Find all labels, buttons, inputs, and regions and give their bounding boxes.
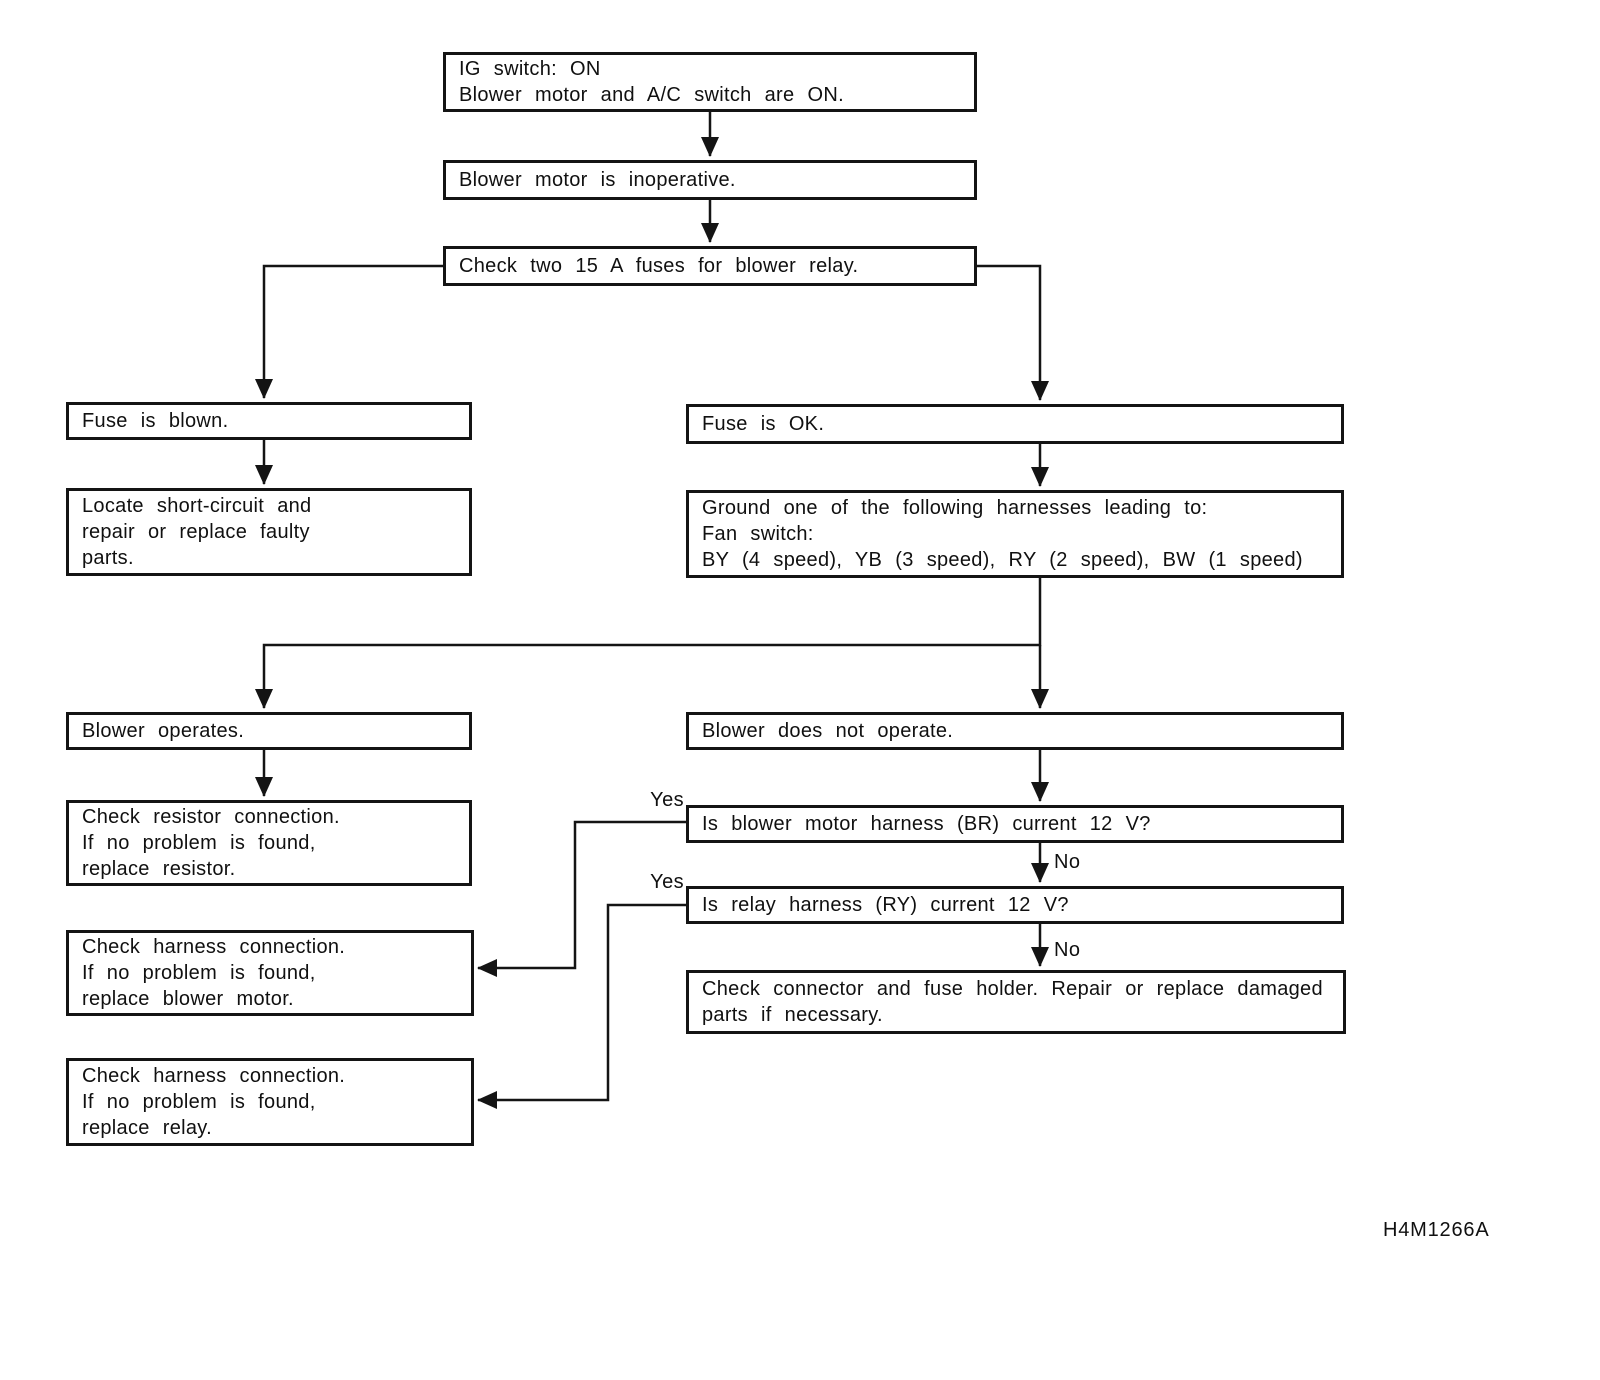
node-check-fuses-line: Check two 15 A fuses for blower relay. — [459, 255, 859, 277]
node-locate-short-circuit-line: repair or replace faulty — [82, 521, 310, 543]
node-check-harness-blower-motor-line: replace blower motor. — [82, 988, 294, 1010]
node-check-harness-relay: Check harness connection. If no problem … — [66, 1058, 474, 1146]
edge-label-yes-blower-motor: Yes — [650, 789, 684, 811]
node-check-connector-fuse-holder-line: parts if necessary. — [702, 1004, 883, 1026]
node-check-connector-fuse-holder-line: Check connector and fuse holder. Repair … — [702, 978, 1323, 1000]
node-check-resistor-line: If no problem is found, — [82, 832, 316, 854]
node-check-fuses: Check two 15 A fuses for blower relay. — [443, 246, 977, 286]
connector-yes-to-check-harness-motor — [477, 820, 686, 977]
node-question-relay-harness: Is relay harness (RY) current 12 V? — [686, 886, 1344, 924]
node-symptom-line: Blower motor is inoperative. — [459, 169, 736, 191]
node-ground-harness-line: BY (4 speed), YB (3 speed), RY (2 speed)… — [702, 549, 1303, 571]
node-symptom: Blower motor is inoperative. — [443, 160, 977, 200]
node-ground-harness-line: Fan switch: — [702, 523, 814, 545]
connector-branch-fuse-ok — [977, 264, 1049, 401]
node-blower-does-not-operate: Blower does not operate. — [686, 712, 1344, 750]
connector-branch-fuse-blown — [255, 264, 443, 399]
node-check-resistor: Check resistor connection. If no problem… — [66, 800, 472, 886]
node-check-harness-blower-motor: Check harness connection. If no problem … — [66, 930, 474, 1016]
edge-label-yes-relay: Yes — [650, 871, 684, 893]
node-fuse-blown-line: Fuse is blown. — [82, 410, 229, 432]
node-check-resistor-line: Check resistor connection. — [82, 806, 340, 828]
node-locate-short-circuit: Locate short-circuit and repair or repla… — [66, 488, 472, 576]
node-question-blower-motor-harness: Is blower motor harness (BR) current 12 … — [686, 805, 1344, 843]
node-start: IG switch: ON Blower motor and A/C switc… — [443, 52, 977, 112]
node-blower-does-not-operate-line: Blower does not operate. — [702, 720, 954, 742]
node-start-line: IG switch: ON — [459, 58, 601, 80]
node-fuse-ok-line: Fuse is OK. — [702, 413, 825, 435]
node-ground-harness: Ground one of the following harnesses le… — [686, 490, 1344, 578]
node-locate-short-circuit-line: parts. — [82, 547, 134, 569]
node-fuse-blown: Fuse is blown. — [66, 402, 472, 440]
node-check-harness-relay-line: If no problem is found, — [82, 1091, 316, 1113]
node-check-connector-fuse-holder: Check connector and fuse holder. Repair … — [686, 970, 1346, 1034]
edge-label-no-blower-motor: No — [1054, 851, 1081, 873]
edge-label-no-relay: No — [1054, 939, 1081, 961]
node-check-harness-blower-motor-line: If no problem is found, — [82, 962, 316, 984]
node-fuse-ok: Fuse is OK. — [686, 404, 1344, 444]
node-locate-short-circuit-line: Locate short-circuit and — [82, 495, 312, 517]
node-ground-harness-line: Ground one of the following harnesses le… — [702, 497, 1208, 519]
node-check-harness-relay-line: Check harness connection. — [82, 1065, 346, 1087]
connector-yes-to-check-harness-relay — [477, 903, 686, 1109]
node-check-harness-relay-line: replace relay. — [82, 1117, 212, 1139]
connector-ground-to-blower-operates — [255, 578, 1042, 709]
node-check-harness-blower-motor-line: Check harness connection. — [82, 936, 346, 958]
node-blower-operates-line: Blower operates. — [82, 720, 245, 742]
figure-code: H4M1266A — [1383, 1219, 1490, 1241]
node-question-relay-harness-line: Is relay harness (RY) current 12 V? — [702, 894, 1069, 916]
node-start-line: Blower motor and A/C switch are ON. — [459, 84, 844, 106]
node-check-resistor-line: replace resistor. — [82, 858, 236, 880]
node-question-blower-motor-harness-line: Is blower motor harness (BR) current 12 … — [702, 813, 1151, 835]
node-blower-operates: Blower operates. — [66, 712, 472, 750]
